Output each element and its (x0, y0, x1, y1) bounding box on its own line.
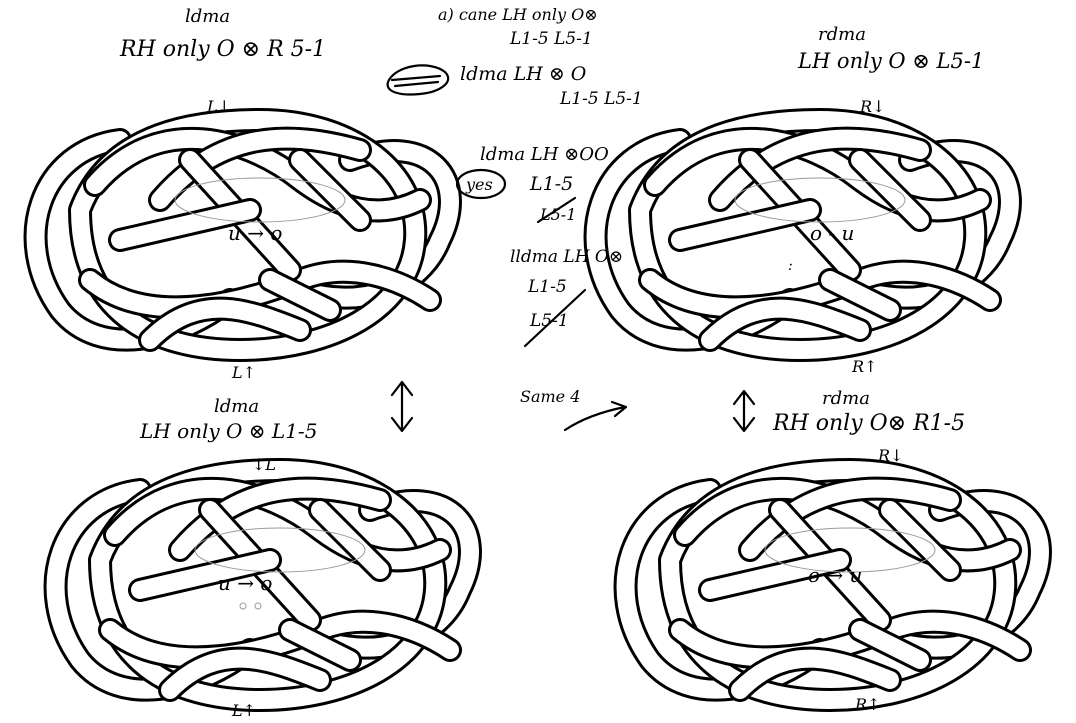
note-top-right-label: LH only O ⊗ L5-1 (797, 49, 984, 73)
note-mid-1: ldma LH ⊗OO (480, 144, 609, 165)
knot-tr-center: o - u (810, 221, 854, 245)
dot-bl-2 (255, 603, 261, 609)
knot-tl-center: u → o (228, 221, 282, 245)
scribble-blot (388, 65, 449, 94)
knot-bl-bottom-mark: L↑ (231, 701, 256, 720)
knot-br-bottom-mark: R↑ (854, 695, 880, 714)
knot-tr-top-mark: R↓ (859, 97, 885, 116)
knot-bl-top-mark: ↓L (252, 455, 276, 474)
note-bottom-right-label: RH only O⊗ R1-5 (772, 411, 965, 436)
note-mid-yes: yes (465, 175, 493, 194)
note-bottom-left-header: ldma (214, 396, 259, 417)
note-top-left-label: RH only O ⊗ R 5-1 (119, 37, 326, 62)
knot-br-top-mark: R↓ (877, 446, 903, 465)
note-same: Same 4 (520, 387, 580, 406)
double-arrow-right-icon (734, 391, 754, 431)
same-arrow (565, 402, 626, 430)
knot-tl-top-mark: L↓ (206, 97, 231, 116)
dots-tr: : (788, 258, 793, 274)
note-bottom-right-header: rdma (822, 388, 870, 409)
note-top-mid-2: ldma LH ⊗ O (460, 63, 587, 85)
note-mid-2b: L1-5 (527, 277, 567, 297)
note-mid-1c: L5-1 (539, 205, 576, 224)
note-top-mid-2b: L1-5 L5-1 (559, 89, 643, 109)
knot-tl-bottom-mark: L↑ (231, 363, 256, 382)
note-bottom-left-label: LH only O ⊗ L1-5 (139, 419, 317, 443)
knot-bl-center: u → o (218, 571, 272, 595)
knot-tr-bottom-mark: R↑ (851, 357, 877, 376)
double-arrow-left-icon (392, 382, 412, 431)
note-top-left-header: ldma (185, 6, 230, 27)
dot-bl-1 (240, 603, 246, 609)
note-mid-2c: L5-1 (529, 311, 569, 331)
note-mid-2: lldma LH O⊗ (510, 247, 623, 267)
knot-br-center: o → u (808, 563, 862, 587)
knot-top-right (596, 120, 1010, 350)
note-top-mid-1: a) cane LH only O⊗ (438, 5, 598, 24)
note-top-right-header: rdma (818, 24, 866, 45)
note-mid-1b: L1-5 (529, 173, 573, 195)
note-top-mid-1b: L1-5 L5-1 (509, 29, 593, 49)
